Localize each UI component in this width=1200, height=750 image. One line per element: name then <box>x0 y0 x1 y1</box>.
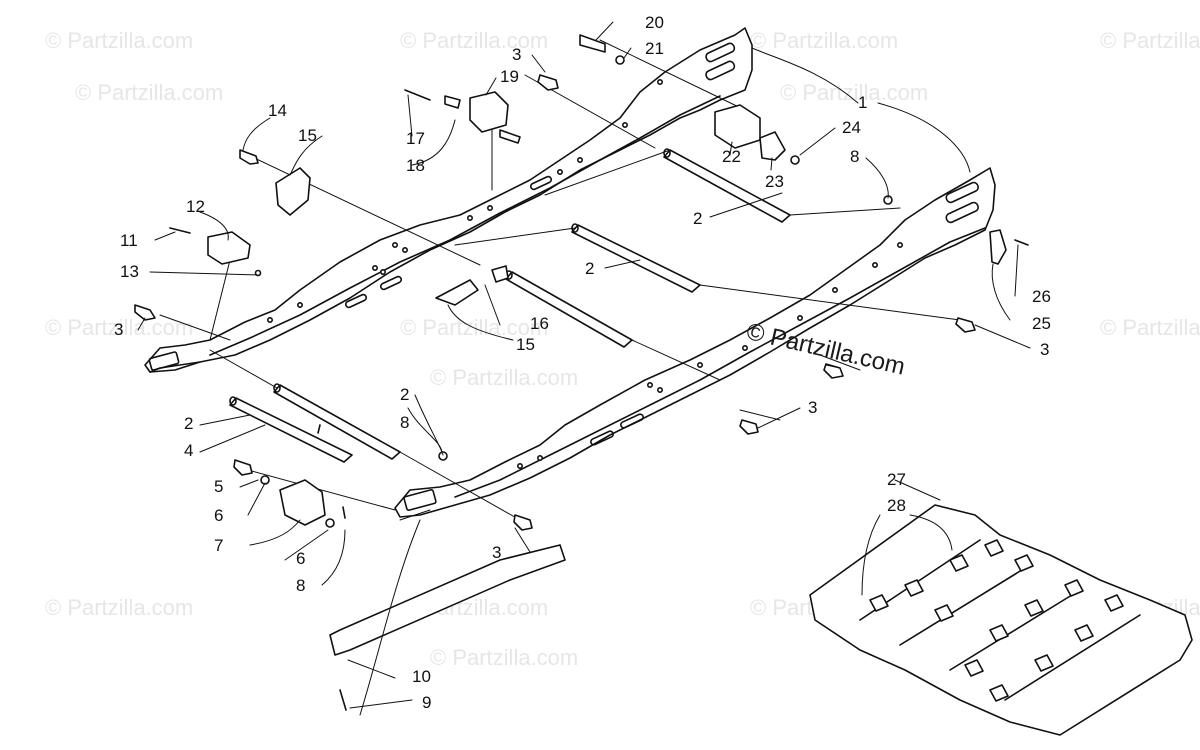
callout-3: 3 <box>492 543 501 562</box>
callout-8: 8 <box>296 576 305 595</box>
callout-8: 8 <box>400 413 409 432</box>
callout-2: 2 <box>400 385 409 404</box>
callout-14: 14 <box>268 101 287 120</box>
watermark: © Partzilla.com <box>780 80 929 105</box>
track <box>809 504 1193 736</box>
callout-3: 3 <box>114 320 123 339</box>
callout-23: 23 <box>765 172 784 191</box>
left-rail-holes <box>266 79 663 323</box>
watermark: © Partzilla.com <box>400 28 549 53</box>
watermark: © Partzilla.com <box>45 595 194 620</box>
watermark: © Partzilla.com <box>1100 28 1200 53</box>
callout-21: 21 <box>645 39 664 58</box>
callout-8: 8 <box>850 147 859 166</box>
callout-13: 13 <box>120 262 139 281</box>
callout-15: 15 <box>516 335 535 354</box>
callout-10: 10 <box>412 667 431 686</box>
callout-19: 19 <box>500 67 519 86</box>
callout-28: 28 <box>887 496 906 515</box>
callout-25: 25 <box>1032 314 1051 333</box>
watermark: © Partzilla.com <box>45 28 194 53</box>
callout-2: 2 <box>585 259 594 278</box>
watermark: © Partzilla.com <box>430 365 579 390</box>
watermark: © Partzilla.com <box>1100 315 1200 340</box>
right-rail-holes <box>516 242 903 469</box>
axis-lines <box>159 39 961 521</box>
callout-9: 9 <box>422 693 431 712</box>
cross-shafts <box>229 148 791 463</box>
callout-17: 17 <box>406 129 425 148</box>
callout-24: 24 <box>842 118 861 137</box>
callouts: 1 2 2 2 2 3 3 3 3 3 4 5 6 6 7 8 8 8 9 10… <box>114 13 1051 712</box>
callout-11: 11 <box>120 231 138 250</box>
callout-2: 2 <box>693 209 702 228</box>
callout-1: 1 <box>858 93 867 112</box>
callout-6: 6 <box>214 506 223 525</box>
callout-3: 3 <box>1040 340 1049 359</box>
left-rail <box>144 27 753 373</box>
watermark: © Partzilla.com <box>430 645 579 670</box>
callout-27: 27 <box>887 470 906 489</box>
callout-3: 3 <box>512 45 521 64</box>
callout-16: 16 <box>530 314 549 333</box>
callout-7: 7 <box>214 536 223 555</box>
callout-2: 2 <box>184 414 193 433</box>
callout-15: 15 <box>298 126 317 145</box>
watermark: © Partzilla.com <box>45 315 194 340</box>
callout-4: 4 <box>184 441 193 460</box>
callout-20: 20 <box>645 13 664 32</box>
callout-12: 12 <box>186 197 205 216</box>
callout-26: 26 <box>1032 287 1051 306</box>
watermark: © Partzilla.com <box>750 28 899 53</box>
callout-3: 3 <box>808 398 817 417</box>
track-lugs <box>869 539 1124 702</box>
callout-6: 6 <box>296 549 305 568</box>
callout-5: 5 <box>214 477 223 496</box>
callout-22: 22 <box>722 147 741 166</box>
watermark: © Partzilla.com <box>75 80 224 105</box>
callout-18: 18 <box>406 156 425 175</box>
leader-lines <box>137 21 1031 716</box>
